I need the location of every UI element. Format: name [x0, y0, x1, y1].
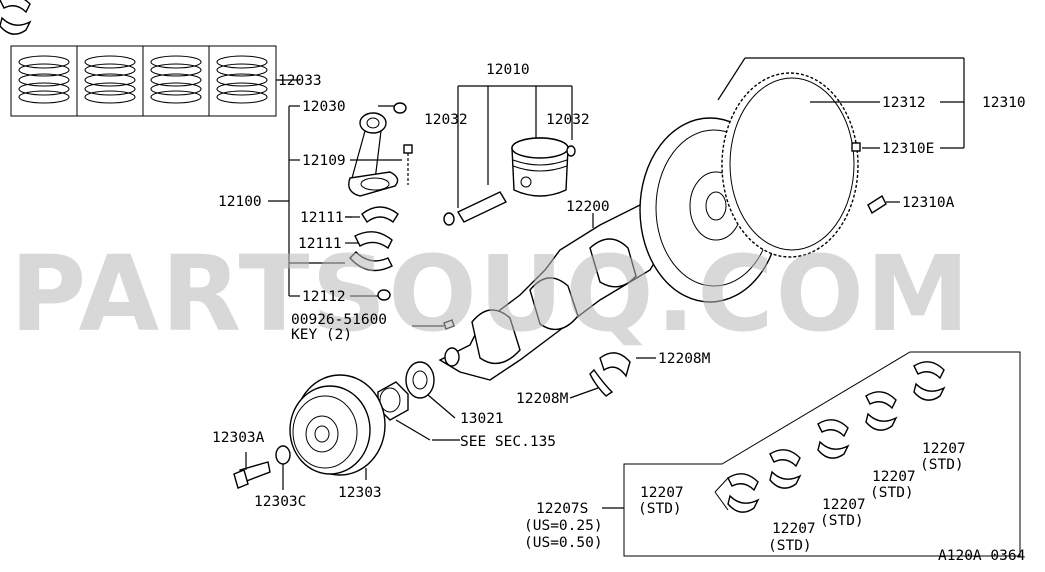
label-12112: 12112	[302, 289, 346, 305]
label-12310: 12310	[982, 95, 1026, 111]
label-12312: 12312	[882, 95, 926, 111]
rod-bearing-lower[interactable]	[349, 231, 393, 272]
label-12303a: 12303A	[212, 430, 265, 446]
label-std-5: (STD)	[920, 457, 964, 473]
thrust-bearing-upper[interactable]	[599, 352, 656, 378]
label-12207-5: 12207	[922, 441, 966, 457]
label-12207-4: 12207	[872, 469, 916, 485]
label-12207-3: 12207	[822, 497, 866, 513]
label-us-050: (US=0.50)	[524, 535, 603, 551]
label-12030: 12030	[302, 99, 346, 115]
rod-bolt[interactable]	[403, 144, 413, 185]
thrust-bearing-lower[interactable]	[569, 368, 614, 399]
label-std-3: (STD)	[820, 513, 864, 529]
piston-bracket	[457, 85, 573, 208]
label-key: KEY (2)	[291, 327, 352, 343]
label-std-2: (STD)	[768, 538, 812, 554]
label-12207s: 12207S	[536, 501, 588, 517]
watermark: PARTSOUQ.COM	[10, 233, 971, 355]
flywheel-dowel[interactable]	[851, 142, 861, 152]
pin-snap-ring-right[interactable]	[566, 145, 576, 157]
label-see-sec-135: SEE SEC.135	[460, 434, 556, 450]
label-12208m-upper: 12208M	[658, 351, 711, 367]
diagram-code: A120A 0364	[938, 548, 1026, 564]
label-12111-lower: 12111	[298, 236, 342, 252]
label-13021: 13021	[460, 411, 504, 427]
label-std-4: (STD)	[870, 485, 914, 501]
label-12207-2: 12207	[772, 521, 816, 537]
label-12303: 12303	[338, 485, 382, 501]
pin-snap-ring-left[interactable]	[443, 212, 455, 226]
label-12109: 12109	[302, 153, 346, 169]
label-std-1: (STD)	[638, 501, 682, 517]
connecting-rod-bushing[interactable]	[393, 102, 407, 114]
piston-pin[interactable]	[457, 191, 507, 223]
label-12032-left: 12032	[424, 112, 468, 128]
connecting-rod-bracket	[268, 105, 402, 297]
label-12032-right: 12032	[546, 112, 590, 128]
main-bearing-set-frame	[602, 351, 1021, 557]
label-12310a: 12310A	[902, 195, 955, 211]
label-00926-51600: 00926-51600	[291, 312, 387, 328]
label-12010: 12010	[486, 62, 530, 78]
pulley-bolt[interactable]	[233, 452, 271, 489]
ring-gear[interactable]	[721, 72, 859, 258]
label-us-025: (US=0.25)	[524, 518, 603, 534]
crankshaft-key[interactable]	[412, 319, 455, 330]
flywheel-bolt[interactable]	[867, 194, 900, 215]
crankshaft-sprocket[interactable]	[405, 361, 456, 419]
rod-nut[interactable]	[377, 289, 391, 301]
piston[interactable]	[511, 137, 569, 197]
label-12200: 12200	[566, 199, 610, 215]
label-12310e: 12310E	[882, 141, 934, 157]
connecting-rod[interactable]	[348, 112, 399, 197]
crankshaft[interactable]	[438, 204, 673, 381]
label-12100: 12100	[218, 194, 262, 210]
main-bearing-shells[interactable]	[0, 0, 945, 513]
piston-ring-set[interactable]	[10, 45, 300, 117]
label-12207-1: 12207	[640, 485, 684, 501]
flywheel-bracket	[717, 57, 965, 149]
label-12208m-lower: 12208M	[516, 391, 569, 407]
rod-bearing-upper[interactable]	[361, 206, 399, 224]
pulley-washer[interactable]	[275, 445, 291, 490]
label-12111-upper: 12111	[300, 210, 344, 226]
label-12033: 12033	[278, 73, 322, 89]
crankshaft-pulley[interactable]	[289, 374, 386, 480]
label-12303c: 12303C	[254, 494, 306, 510]
